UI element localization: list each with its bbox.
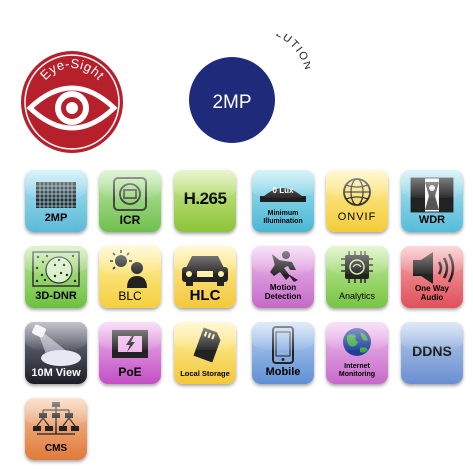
- feature-motion-detection: Motion Detection: [252, 246, 314, 308]
- feature-poe: PoE: [99, 322, 161, 384]
- sd-card-icon: [193, 327, 221, 363]
- feature-10m-view: 10M View: [25, 322, 87, 384]
- feature-label: PoE: [118, 365, 142, 379]
- feature-label: Internet Monitoring: [338, 363, 376, 378]
- feature-label: WDR: [418, 214, 446, 226]
- car-headlight-icon: [182, 256, 228, 286]
- feature-analytics: Analytics: [326, 246, 388, 308]
- feature-label: CMS: [44, 443, 68, 454]
- feature-label: 2MP: [44, 212, 68, 224]
- wide-dynamic-range-icon: [410, 177, 454, 213]
- dome-camera-icon: [260, 188, 306, 202]
- feature-ddns: DDNS: [401, 322, 463, 384]
- eye-sight-logo: Eye-Sight: [21, 51, 123, 153]
- feature-h265: H.265: [174, 170, 236, 232]
- noise-reduction-icon: [32, 251, 80, 287]
- feature-label: ONVIF: [337, 211, 377, 223]
- resolution-text: 2MP: [212, 92, 251, 113]
- feature-label: DDNS: [412, 343, 452, 359]
- feature-hlc: HLC: [174, 246, 236, 308]
- globe-icon: [343, 178, 371, 206]
- feature-2mp: 2MP: [25, 170, 87, 232]
- feature-label: BLC: [118, 289, 142, 303]
- feature-one-way-audio: One Way Audio: [401, 246, 463, 308]
- feature-icr: ICR: [99, 170, 161, 232]
- ip-solution-logo: 2MP IP SOLUTION: [189, 34, 310, 143]
- ir-cut-filter-icon: [113, 177, 147, 211]
- pixel-grid-icon: [36, 182, 76, 208]
- lux-badge: 0 Lux: [272, 186, 294, 195]
- smartphone-icon: [272, 326, 294, 364]
- network-topology-icon: [33, 402, 79, 435]
- ethernet-port-icon: [112, 330, 148, 358]
- earth-globe-icon: [343, 328, 371, 356]
- feature-label: One Way Audio: [415, 284, 449, 302]
- feature-onvif: ONVIF: [326, 170, 388, 232]
- feature-minimum-illumination: 0 Lux Minimum Illumination: [252, 170, 314, 232]
- feature-label: Motion Detection: [264, 283, 302, 301]
- ir-range-icon: [32, 324, 81, 366]
- feature-internet-monitoring: Internet Monitoring: [326, 322, 388, 384]
- feature-local-storage: Local Storage: [174, 322, 236, 384]
- backlight-person-icon: [110, 250, 147, 288]
- feature-wdr: WDR: [401, 170, 463, 232]
- feature-label: ICR: [119, 213, 141, 227]
- speaker-icon: [413, 252, 455, 284]
- feature-cms: CMS: [25, 398, 87, 460]
- feature-label: 3D-DNR: [35, 290, 77, 302]
- feature-label: Local Storage: [180, 368, 230, 378]
- feature-label: Minimum Illumination: [263, 210, 303, 225]
- feature-label: 10M View: [31, 367, 81, 379]
- running-person-icon: [270, 251, 298, 282]
- feature-3d-dnr: 3D-DNR: [25, 246, 87, 308]
- feature-label: Mobile: [265, 366, 301, 378]
- feature-blc: BLC: [99, 246, 161, 308]
- feature-label: H.265: [183, 189, 227, 208]
- feature-mobile: Mobile: [252, 322, 314, 384]
- feature-label: HLC: [189, 287, 221, 304]
- chip-brain-icon: [341, 251, 373, 283]
- feature-label: Analytics: [338, 291, 375, 301]
